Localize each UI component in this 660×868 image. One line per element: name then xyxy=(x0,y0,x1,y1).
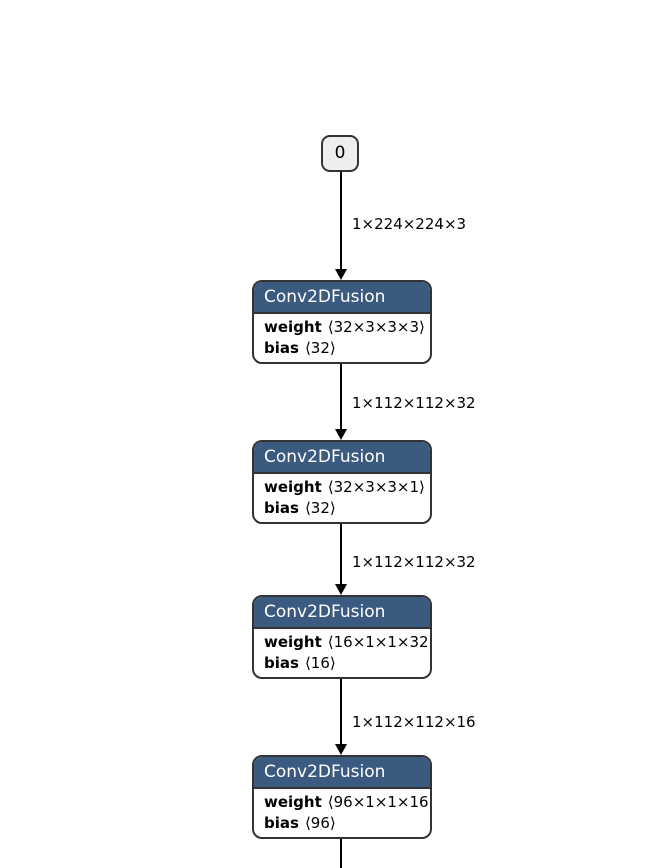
edge-line xyxy=(340,524,342,584)
attr-row-bias: bias ⟨96⟩ xyxy=(264,813,420,834)
edge-shape-label: 1×112×112×32 xyxy=(352,394,476,412)
arrow-down-icon xyxy=(335,584,347,595)
attr-row-weight: weight ⟨16×1×1×32⟩ xyxy=(264,632,430,653)
attr-name: weight xyxy=(264,478,322,496)
attr-value: ⟨16×1×1×32⟩ xyxy=(327,633,432,651)
edge-line xyxy=(340,839,342,868)
attr-value: ⟨96⟩ xyxy=(304,814,336,832)
edge-line xyxy=(340,364,342,430)
node-attributes: weight ⟨96×1×1×16⟩ bias ⟨96⟩ xyxy=(254,789,430,834)
attr-name: weight xyxy=(264,318,322,336)
attr-value: ⟨32×3×3×1⟩ xyxy=(327,478,425,496)
attr-row-weight: weight ⟨96×1×1×16⟩ xyxy=(264,792,430,813)
attr-row-weight: weight ⟨32×3×3×1⟩ xyxy=(264,477,425,498)
attr-value: ⟨32⟩ xyxy=(304,339,336,357)
attr-name: weight xyxy=(264,633,322,651)
arrow-down-icon xyxy=(335,429,347,440)
attr-name: bias xyxy=(264,654,299,672)
node-attributes: weight ⟨32×3×3×1⟩ bias ⟨32⟩ xyxy=(254,474,430,519)
node-attributes: weight ⟨16×1×1×32⟩ bias ⟨16⟩ xyxy=(254,629,430,674)
attr-name: bias xyxy=(264,814,299,832)
node-attributes: weight ⟨32×3×3×3⟩ bias ⟨32⟩ xyxy=(254,314,430,359)
node-title[interactable]: Conv2DFusion xyxy=(254,282,430,314)
attr-row-bias: bias ⟨32⟩ xyxy=(264,498,420,519)
arrow-down-icon xyxy=(335,269,347,280)
attr-value: ⟨16⟩ xyxy=(304,654,336,672)
attr-name: bias xyxy=(264,499,299,517)
node-conv2dfusion-1[interactable]: Conv2DFusion weight ⟨32×3×3×3⟩ bias ⟨32⟩ xyxy=(252,280,432,364)
node-conv2dfusion-4[interactable]: Conv2DFusion weight ⟨96×1×1×16⟩ bias ⟨96⟩ xyxy=(252,755,432,839)
edge-shape-label: 1×224×224×3 xyxy=(352,215,467,233)
node-conv2dfusion-3[interactable]: Conv2DFusion weight ⟨16×1×1×32⟩ bias ⟨16⟩ xyxy=(252,595,432,679)
node-conv2dfusion-2[interactable]: Conv2DFusion weight ⟨32×3×3×1⟩ bias ⟨32⟩ xyxy=(252,440,432,524)
arrow-down-icon xyxy=(335,744,347,755)
graph-input-node[interactable]: 0 xyxy=(321,135,359,172)
node-title[interactable]: Conv2DFusion xyxy=(254,757,430,789)
attr-value: ⟨32×3×3×3⟩ xyxy=(327,318,425,336)
node-title[interactable]: Conv2DFusion xyxy=(254,597,430,629)
edge-shape-label: 1×112×112×32 xyxy=(352,553,476,571)
edge-line xyxy=(340,172,342,270)
edge-shape-label: 1×112×112×16 xyxy=(352,713,476,731)
node-title[interactable]: Conv2DFusion xyxy=(254,442,430,474)
attr-name: bias xyxy=(264,339,299,357)
attr-name: weight xyxy=(264,793,322,811)
attr-row-weight: weight ⟨32×3×3×3⟩ xyxy=(264,317,425,338)
attr-row-bias: bias ⟨32⟩ xyxy=(264,338,420,359)
attr-value: ⟨96×1×1×16⟩ xyxy=(327,793,432,811)
attr-row-bias: bias ⟨16⟩ xyxy=(264,653,420,674)
edge-line xyxy=(340,679,342,744)
attr-value: ⟨32⟩ xyxy=(304,499,336,517)
